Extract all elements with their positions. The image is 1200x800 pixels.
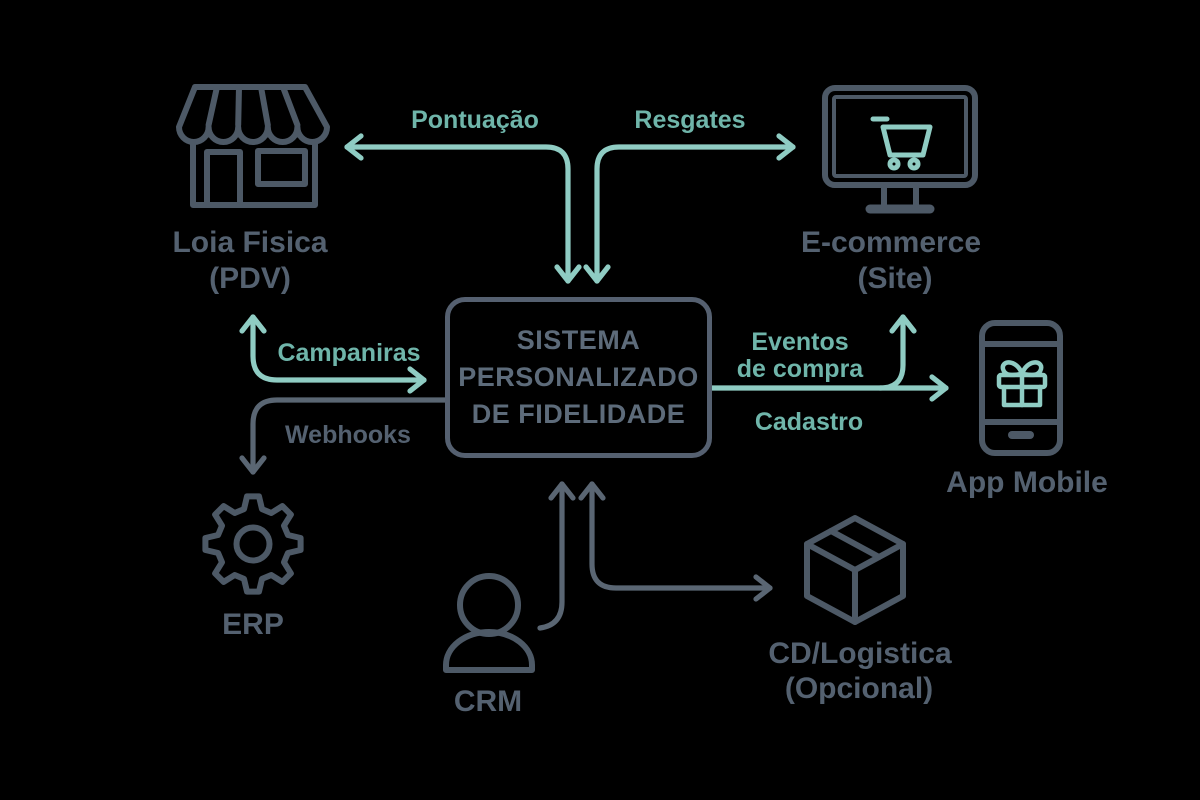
arrow-campaniras <box>239 314 427 394</box>
package-box-icon <box>804 515 906 625</box>
edge-label-eventos-de-compra: Eventos de compra <box>737 329 863 383</box>
node-label-cd-line1: CD/Logistica <box>768 637 952 670</box>
arrow-eventos-cadastro <box>709 314 949 402</box>
gift-icon <box>996 360 1048 408</box>
central-system-title-line1: SISTEMA <box>516 325 641 355</box>
smartphone-gift-icon <box>979 320 1063 456</box>
edge-label-webhooks: Webhooks <box>285 421 411 449</box>
person-icon <box>443 573 535 673</box>
edge-label-resgates: Resgates <box>634 106 746 134</box>
central-system-box: SISTEMA PERSONALIZADO DE FIDELIDADE <box>445 297 712 458</box>
shopping-cart-icon <box>870 116 933 171</box>
storefront-icon <box>176 84 330 208</box>
node-label-app-mobile: App Mobile <box>946 466 1108 499</box>
edge-label-eventos-line2: de compra <box>736 355 864 383</box>
central-system-title-line2: PERSONALIZADO <box>458 362 699 392</box>
monitor-shopping-cart-icon <box>822 85 978 214</box>
node-label-cd-line2: (Opcional) <box>784 672 934 705</box>
edge-label-campaniras: Campaniras <box>277 339 421 367</box>
arrow-cd-logistica <box>578 481 773 602</box>
gear-icon <box>202 493 304 595</box>
edge-label-pontuacao: Pontuação <box>411 106 539 134</box>
node-label-store-line2: (PDV) <box>209 262 291 295</box>
node-label-ecommerce-line1: E-commerce <box>800 226 982 259</box>
node-label-store-line1: Loia Fisica <box>172 226 328 259</box>
arrow-webhooks <box>239 397 450 475</box>
central-system-title-line3: DE FIDELIDADE <box>471 399 686 429</box>
node-label-ecommerce-line2: (Site) <box>857 262 933 295</box>
arrow-pontuacao <box>344 133 582 284</box>
arrow-resgates <box>583 133 796 284</box>
node-label-crm: CRM <box>453 685 523 718</box>
edge-label-eventos-line1: Eventos <box>751 328 849 356</box>
arrow-crm <box>537 481 576 631</box>
edge-label-cadastro: Cadastro <box>754 408 864 436</box>
node-label-erp: ERP <box>222 608 284 641</box>
